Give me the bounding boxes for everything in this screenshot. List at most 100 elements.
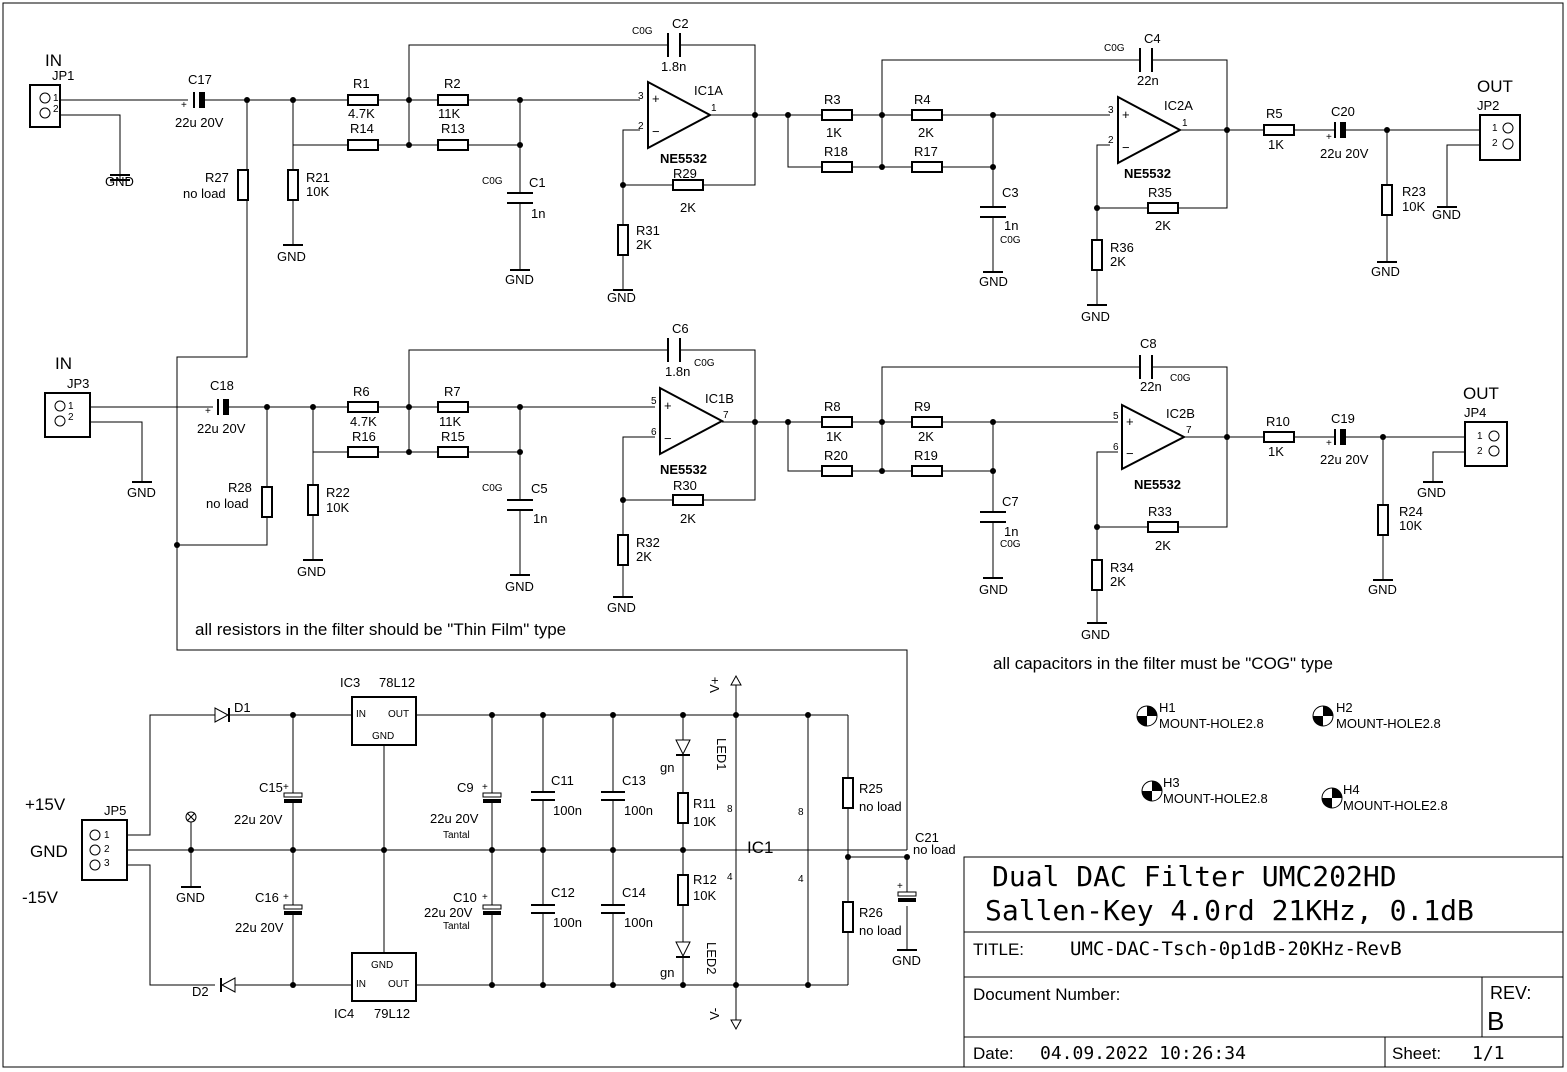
svg-text:R4: R4 — [914, 92, 931, 107]
svg-text:C15: C15 — [259, 780, 283, 795]
svg-text:11K: 11K — [438, 106, 460, 121]
svg-text:no load: no load — [206, 496, 249, 511]
svg-text:GND: GND — [1368, 582, 1397, 597]
svg-text:NE5532: NE5532 — [1124, 166, 1171, 181]
svg-text:4: 4 — [798, 874, 804, 885]
svg-text:V-: V- — [707, 1008, 722, 1020]
svg-text:2: 2 — [1492, 138, 1498, 149]
svg-text:C6: C6 — [672, 321, 689, 336]
svg-text:10K: 10K — [693, 888, 716, 903]
svg-text:5: 5 — [651, 396, 657, 407]
svg-text:2K: 2K — [1110, 254, 1126, 269]
svg-text:IC2A: IC2A — [1164, 98, 1193, 113]
svg-text:C12: C12 — [551, 885, 575, 900]
svg-text:+: + — [1326, 438, 1332, 449]
svg-text:IC1: IC1 — [747, 838, 773, 857]
svg-text:1n: 1n — [1004, 218, 1018, 233]
svg-text:22u 20V: 22u 20V — [197, 421, 246, 436]
svg-text:H1: H1 — [1159, 700, 1176, 715]
svg-text:GND: GND — [505, 579, 534, 594]
svg-text:no load: no load — [913, 842, 956, 857]
svg-text:10K: 10K — [1402, 199, 1425, 214]
svg-text:2: 2 — [1108, 135, 1114, 146]
svg-text:C0G: C0G — [632, 26, 653, 37]
ic2b-opamp — [1121, 403, 1187, 471]
svg-text:MOUNT-HOLE2.8: MOUNT-HOLE2.8 — [1336, 716, 1441, 731]
svg-text:R7: R7 — [444, 384, 461, 399]
svg-text:MOUNT-HOLE2.8: MOUNT-HOLE2.8 — [1159, 716, 1264, 731]
svg-text:R25: R25 — [859, 781, 883, 796]
svg-text:TITLE:: TITLE: — [973, 940, 1024, 959]
svg-text:1: 1 — [104, 830, 110, 841]
svg-text:C0G: C0G — [1000, 539, 1021, 550]
svg-text:R30: R30 — [673, 478, 697, 493]
svg-text:GND: GND — [127, 485, 156, 500]
svg-text:R2: R2 — [444, 76, 461, 91]
svg-text:4.7K: 4.7K — [350, 414, 377, 429]
svg-text:IN: IN — [55, 354, 72, 373]
svg-text:C3: C3 — [1002, 185, 1019, 200]
svg-text:D1: D1 — [234, 700, 251, 715]
svg-text:H4: H4 — [1343, 782, 1360, 797]
svg-text:GND: GND — [1081, 627, 1110, 642]
svg-text:+: + — [482, 782, 488, 793]
svg-text:2: 2 — [638, 121, 644, 132]
svg-text:R26: R26 — [859, 905, 883, 920]
svg-text:OUT: OUT — [1463, 384, 1499, 403]
svg-text:R34: R34 — [1110, 560, 1134, 575]
power-supply: +15V GND -15V JP5 123 D1 D2 GND C15+ 22u… — [22, 674, 956, 1031]
svg-text:Sheet:: Sheet: — [1392, 1044, 1441, 1063]
svg-text:C1: C1 — [529, 175, 546, 190]
svg-text:R24: R24 — [1399, 504, 1423, 519]
svg-text:100n: 100n — [624, 803, 653, 818]
svg-text:GND: GND — [372, 731, 394, 742]
svg-text:2: 2 — [68, 412, 74, 423]
ic3-regulator — [351, 696, 417, 746]
svg-text:R32: R32 — [636, 535, 660, 550]
svg-text:R10: R10 — [1266, 414, 1290, 429]
svg-text:GND: GND — [892, 953, 921, 968]
svg-text:IC2B: IC2B — [1166, 406, 1195, 421]
svg-text:GND: GND — [1371, 264, 1400, 279]
svg-text:no load: no load — [859, 923, 902, 938]
svg-text:R16: R16 — [352, 429, 376, 444]
svg-text:JP4: JP4 — [1464, 405, 1486, 420]
svg-text:R35: R35 — [1148, 185, 1172, 200]
svg-text:2: 2 — [53, 104, 59, 115]
svg-text:C2: C2 — [672, 16, 689, 31]
svg-text:R18: R18 — [824, 144, 848, 159]
svg-text:C0G: C0G — [1104, 43, 1125, 54]
svg-text:IN: IN — [356, 979, 366, 990]
svg-text:R3: R3 — [824, 92, 841, 107]
svg-text:R28: R28 — [228, 480, 252, 495]
svg-text:R6: R6 — [353, 384, 370, 399]
svg-text:R17: R17 — [914, 144, 938, 159]
svg-text:MOUNT-HOLE2.8: MOUNT-HOLE2.8 — [1163, 791, 1268, 806]
svg-text:GND: GND — [277, 249, 306, 264]
svg-text:22u 20V: 22u 20V — [1320, 146, 1369, 161]
svg-text:+: + — [283, 782, 289, 793]
svg-text:C0G: C0G — [1170, 373, 1191, 384]
svg-text:NE5532: NE5532 — [660, 462, 707, 477]
svg-text:+: + — [664, 398, 672, 413]
svg-text:C0G: C0G — [1000, 235, 1021, 246]
svg-text:OUT: OUT — [388, 979, 409, 990]
svg-text:R15: R15 — [441, 429, 465, 444]
svg-text:JP5: JP5 — [104, 803, 126, 818]
svg-text:V+: V+ — [707, 677, 722, 693]
svg-text:C13: C13 — [622, 773, 646, 788]
svg-text:+: + — [482, 892, 488, 903]
svg-text:22u 20V: 22u 20V — [235, 920, 284, 935]
svg-text:5: 5 — [1113, 411, 1119, 422]
svg-text:GND: GND — [371, 960, 393, 971]
ic1a-opamp — [647, 80, 713, 150]
svg-text:C0G: C0G — [482, 176, 503, 187]
svg-text:R31: R31 — [636, 223, 660, 238]
svg-text:79L12: 79L12 — [374, 1006, 410, 1021]
svg-text:R21: R21 — [306, 170, 330, 185]
svg-text:C8: C8 — [1140, 336, 1157, 351]
svg-text:R19: R19 — [914, 448, 938, 463]
svg-text:LED1: LED1 — [714, 738, 729, 771]
svg-text:-15V: -15V — [22, 888, 59, 907]
